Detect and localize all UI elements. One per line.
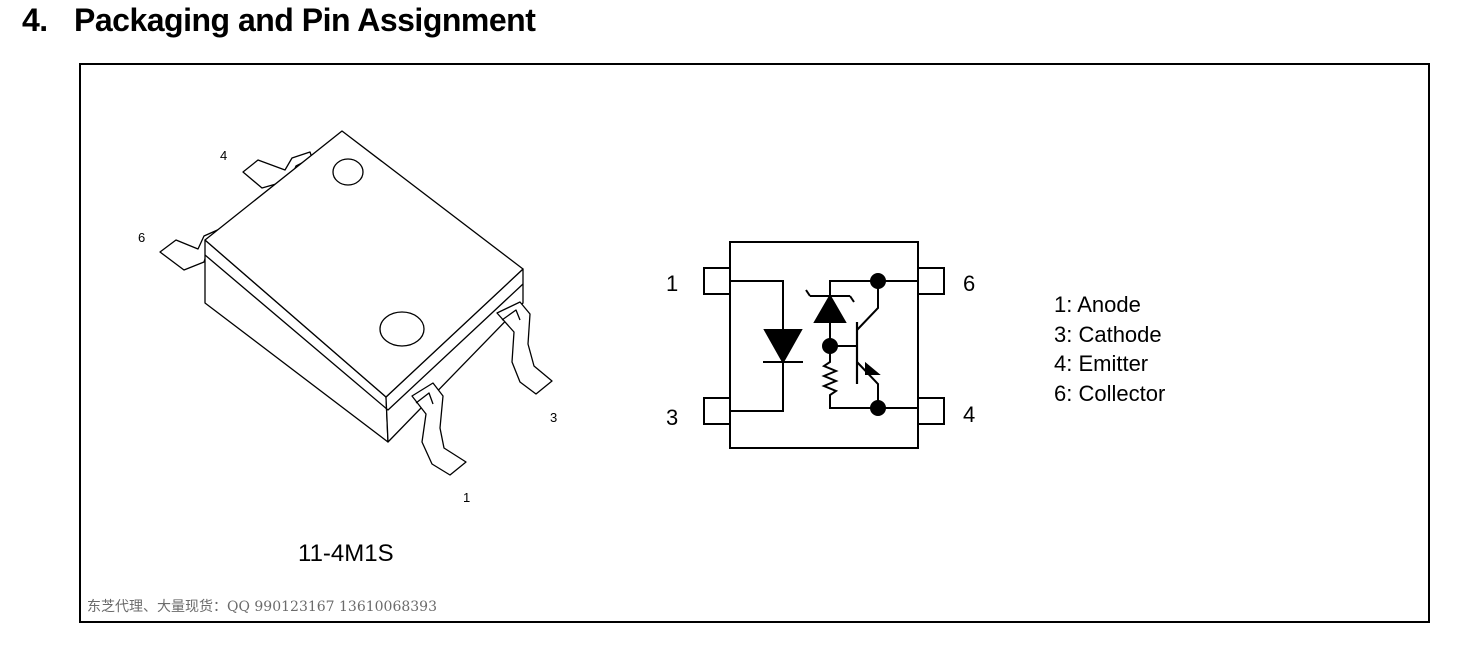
pin-legend-item: 1: Anode [1054, 292, 1141, 317]
package-pin-label-6: 6 [138, 230, 145, 245]
lead-pin-1 [411, 382, 467, 476]
pin-legend: 1: Anode 3: Cathode 4: Emitter 6: Collec… [1054, 290, 1165, 408]
pin-legend-item: 3: Cathode [1054, 321, 1162, 347]
schematic-pin-1-label: 1 [666, 271, 678, 296]
package-pin-label-1: 1 [463, 490, 470, 505]
schematic-pin-1-tab [703, 267, 731, 295]
resistor-icon [821, 346, 878, 409]
package-3d-drawing [159, 130, 553, 476]
junction-dot [870, 400, 886, 416]
figure-frame [79, 63, 1430, 623]
package-body-top [204, 130, 524, 398]
pin-legend-item: 4: Emitter [1054, 351, 1149, 376]
schematic-pin-4-label: 4 [963, 402, 975, 427]
schematic-pin-6-label: 6 [963, 271, 975, 296]
section-heading: 4. Packaging and Pin Assignment [22, 2, 536, 39]
watermark-text: 东芝代理、大量现货：QQ 990123167 13610068393 [87, 599, 437, 615]
pin-legend-item: 6: Collector [1054, 380, 1166, 406]
section-number: 4. [22, 2, 48, 38]
package-pin-label-3: 3 [550, 410, 557, 425]
lead-pin-3 [496, 301, 553, 395]
schematic-pin-4-tab [917, 397, 945, 425]
emitter-arrow-icon [865, 361, 881, 375]
junction-dot [870, 273, 886, 289]
pin-schematic [703, 241, 945, 449]
led-triangle-icon [763, 329, 803, 365]
pin1-mark [332, 158, 364, 186]
junction-dot [822, 338, 838, 354]
package-pin-label-4: 4 [220, 148, 227, 163]
schematic-pin-6-tab [917, 267, 945, 295]
schematic-pin-3-label: 3 [666, 405, 678, 430]
section-title: Packaging and Pin Assignment [74, 2, 536, 38]
schematic-pin-3-tab [703, 397, 731, 425]
package-name: 11-4M1S [298, 540, 394, 567]
pin-mark [379, 311, 425, 347]
